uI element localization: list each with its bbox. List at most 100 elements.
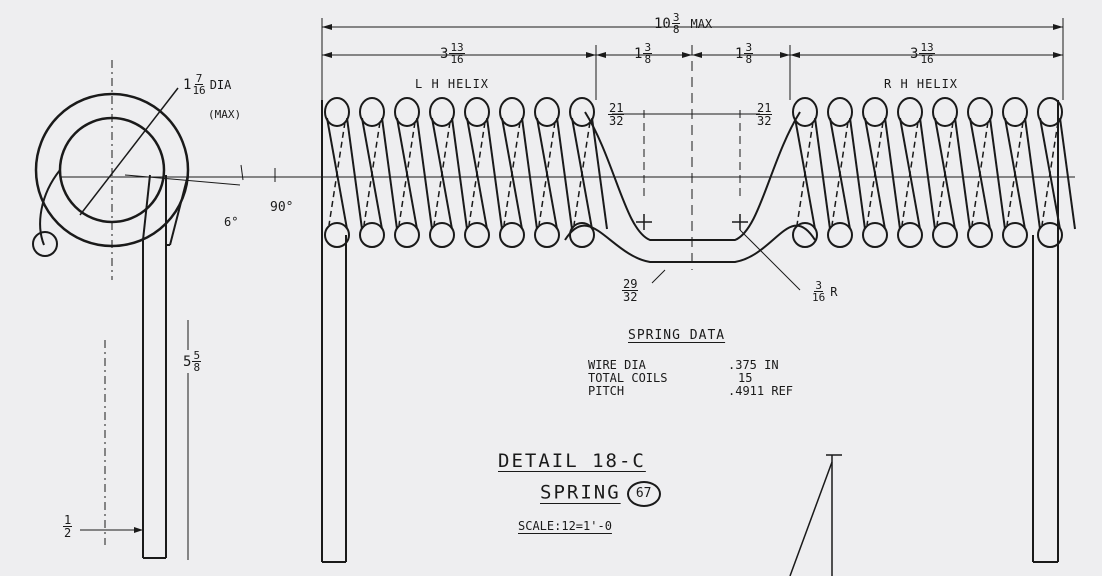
coil-hidden-strand: [901, 121, 919, 226]
coil-hidden-strand: [468, 121, 486, 226]
overall-whole: 10: [654, 15, 671, 32]
coil-bottom-section: [792, 222, 818, 248]
coil-top-section: [499, 97, 525, 127]
leg-inner-line: [142, 174, 151, 241]
coil-top-section: [1002, 97, 1028, 127]
coil-hidden-strand: [796, 121, 814, 226]
coil-bottom-section: [967, 222, 993, 248]
coil-top-section: [394, 97, 420, 127]
coil-top-section: [792, 97, 818, 127]
bend-leader: [739, 229, 801, 291]
left-coils: [324, 97, 608, 248]
spring-data-row: TOTAL COILS 15: [588, 372, 793, 385]
coil-hidden-strand: [433, 121, 451, 226]
center-bridge-bottom: [564, 224, 816, 263]
coil-bottom-section: [827, 222, 853, 248]
right-helix-label: R H HELIX: [884, 77, 959, 91]
coil-bottom-section: [464, 222, 490, 248]
spring-data-label: WIRE DIA: [588, 358, 646, 372]
coil-strand: [849, 117, 866, 230]
coil-strand: [1024, 117, 1041, 230]
coil-strand: [451, 117, 468, 230]
dimension-lines: [321, 18, 1064, 291]
spring-data-label: PITCH: [588, 384, 625, 398]
angle-6-label: 6°: [224, 215, 239, 229]
angle-90-label: 90°: [270, 200, 294, 215]
right-coils: [792, 97, 1076, 248]
overall-suffix: MAX: [690, 16, 713, 31]
coil-hidden-strand: [573, 121, 591, 226]
coil-hidden-strand: [936, 121, 954, 226]
spring-data-row: WIRE DIA .375 IN: [588, 359, 793, 372]
coil-strand: [954, 117, 971, 230]
detail-title: DETAIL 18-C: [498, 450, 646, 472]
dia-leader: [79, 87, 179, 216]
coil-strand: [556, 117, 573, 230]
coil-bottom-section: [534, 222, 560, 248]
coil-hidden-strand: [1041, 121, 1059, 226]
coil-top-section: [862, 97, 888, 127]
dimension-arrows: [322, 24, 1063, 58]
coil-strand: [1059, 117, 1076, 230]
spring-data-value: 15: [738, 371, 753, 385]
coil-strand: [416, 117, 433, 230]
coil-top-section: [967, 97, 993, 127]
coil-bottom-section: [324, 222, 350, 248]
scale-note: SCALE:12=1'-0: [518, 519, 612, 533]
coil-hidden-strand: [398, 121, 416, 226]
coil-top-section: [897, 97, 923, 127]
coil-dia-note: (MAX): [208, 108, 242, 121]
coil-hidden-strand: [363, 121, 381, 226]
coil-hidden-strand: [866, 121, 884, 226]
coil-hidden-strand: [328, 121, 346, 226]
spring-data-row: PITCH .4911 REF: [588, 385, 793, 398]
coil-hidden-strand: [971, 121, 989, 226]
end-view: [32, 60, 276, 560]
coil-top-section: [464, 97, 490, 127]
item-number-balloon: 67: [626, 481, 661, 507]
coil-strand: [814, 117, 831, 230]
coil-top-section: [1037, 97, 1063, 127]
angle-mark-1: [240, 164, 244, 181]
coil-bottom-section: [394, 222, 420, 248]
coil-top-section: [827, 97, 853, 127]
coil-bottom-section: [1002, 222, 1028, 248]
coil-hidden-strand: [831, 121, 849, 226]
spring-data-label: TOTAL COILS: [588, 371, 668, 385]
coil-bottom-section: [1037, 222, 1063, 248]
coil-hidden-strand: [1006, 121, 1024, 226]
callout-line-2: [789, 461, 833, 576]
spring-data-value: .375 IN: [728, 358, 779, 372]
coil-top-section: [569, 97, 595, 127]
drop-leader: [651, 269, 666, 284]
coil-bottom-section: [429, 222, 455, 248]
coil-bottom-section: [359, 222, 385, 248]
coil-bottom-section: [862, 222, 888, 248]
left-helix-label: L H HELIX: [415, 77, 490, 91]
coil-bottom-section: [499, 222, 525, 248]
coil-top-section: [324, 97, 350, 127]
spring-data-title: SPRING DATA: [628, 328, 726, 343]
arrow-lines: [789, 454, 842, 576]
coil-top-section: [359, 97, 385, 127]
coil-strand: [989, 117, 1006, 230]
coil-top-section: [534, 97, 560, 127]
coil-hidden-strand: [503, 121, 521, 226]
end-view-wire-end: [39, 169, 61, 246]
coil-bottom-section: [932, 222, 958, 248]
coil-strand: [884, 117, 901, 230]
coil-bottom-section: [569, 222, 595, 248]
coil-strand: [381, 117, 398, 230]
